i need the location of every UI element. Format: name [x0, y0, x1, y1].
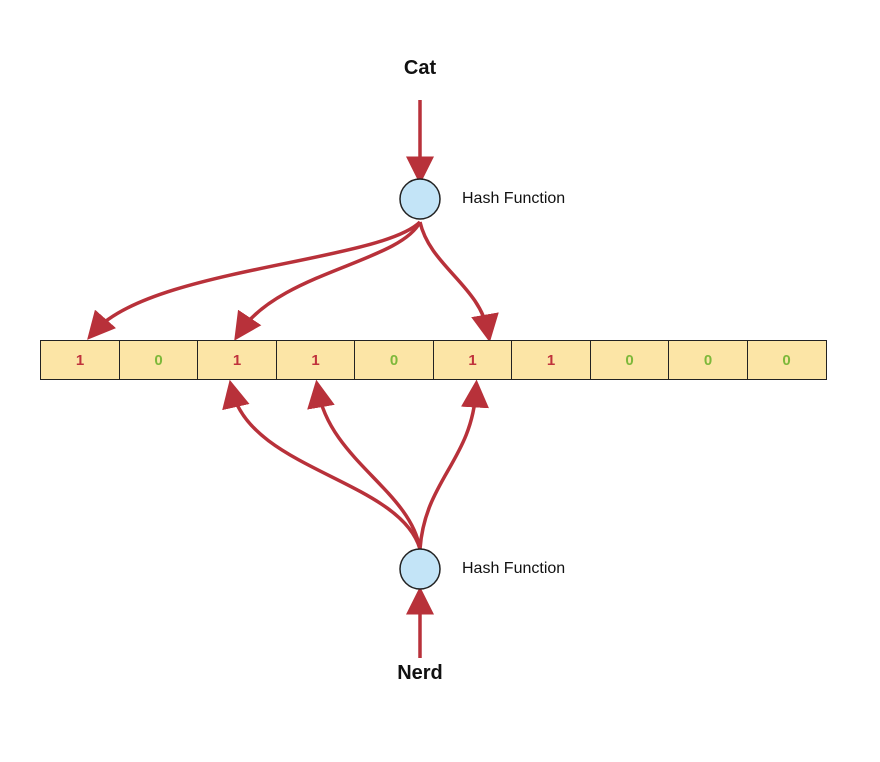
bit-value: 0 [703, 351, 713, 369]
bit-array: 1 0 1 1 0 1 1 0 0 0 [40, 340, 827, 380]
bit-cell-9: 0 [746, 340, 827, 380]
bit-value: 1 [75, 351, 85, 369]
bit-cell-5: 1 [432, 340, 513, 380]
top-mapping-arrow-cell-0 [87, 220, 422, 340]
bit-cell-7: 0 [589, 340, 670, 380]
bottom-mapping-arrow-cell-5 [418, 379, 489, 550]
input-word-nerd: Nerd [397, 662, 443, 684]
bit-value: 0 [389, 351, 399, 369]
bit-cell-3: 1 [275, 340, 356, 380]
bit-cell-4: 0 [354, 340, 434, 380]
bit-value: 1 [311, 351, 320, 369]
bit-cell-2: 1 [197, 340, 277, 380]
top-hash-function-node [399, 178, 441, 220]
bit-value: 1 [468, 351, 477, 369]
bit-cell-8: 0 [668, 340, 748, 380]
bottom-hash-function-node [399, 548, 441, 590]
bit-value: 1 [546, 351, 556, 369]
top-hash-function-label: Hash Function [462, 190, 566, 207]
bottom-mapping-arrow-cell-3 [307, 379, 422, 550]
bit-value: 0 [782, 351, 791, 369]
bottom-mapping-arrow-cell-2 [222, 379, 422, 550]
bit-value: 0 [625, 351, 634, 369]
bit-cell-6: 1 [511, 340, 591, 380]
bit-value: 1 [232, 351, 242, 369]
bit-value: 0 [154, 351, 163, 369]
top-mapping-arrow-cell-5 [418, 221, 499, 343]
bit-cell-1: 0 [118, 340, 199, 380]
top-mapping-arrow-cell-2 [234, 221, 422, 341]
bit-cell-0: 1 [40, 340, 120, 380]
input-word-cat: Cat [403, 57, 437, 79]
bottom-hash-function-label: Hash Function [462, 560, 566, 577]
